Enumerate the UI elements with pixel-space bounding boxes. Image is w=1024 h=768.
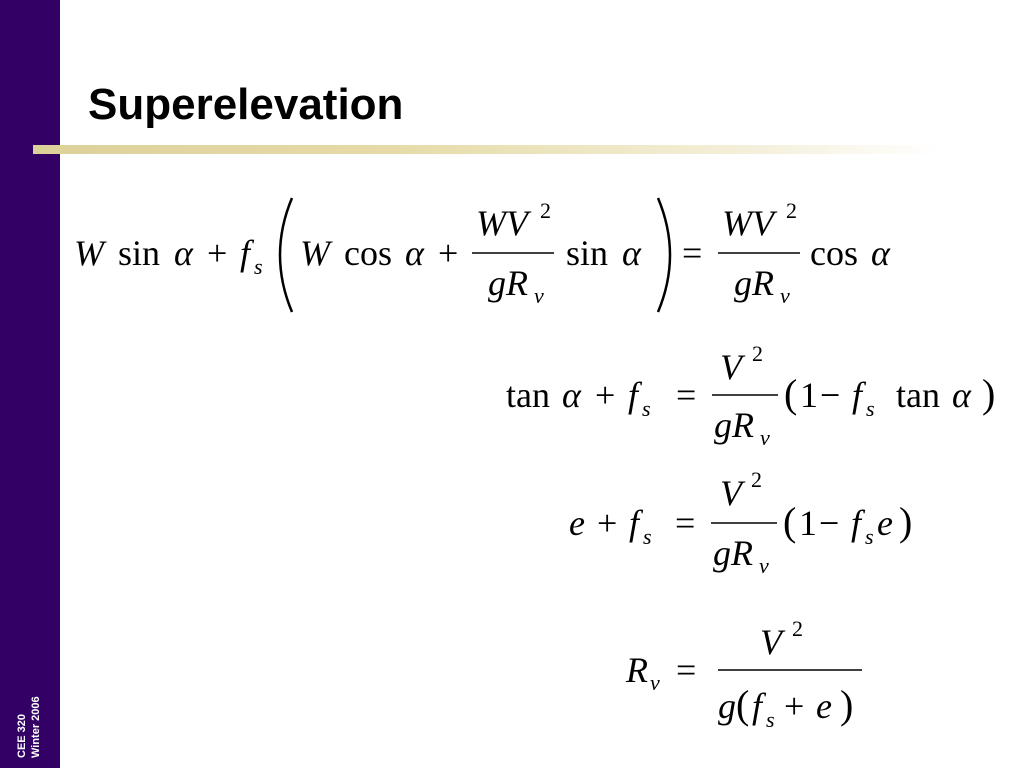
svg-text:sin: sin bbox=[118, 233, 160, 273]
svg-text:s: s bbox=[866, 396, 875, 421]
equation-e-form: e + f s = V 2 gR v ( 1 − f s e ) bbox=[569, 467, 912, 578]
svg-text:f: f bbox=[851, 503, 866, 543]
svg-text:cos: cos bbox=[344, 233, 392, 273]
svg-text:(: ( bbox=[784, 371, 797, 416]
equation-radius-form: R v = V 2 g ( f s + e ) bbox=[625, 616, 862, 732]
svg-text:gR: gR bbox=[713, 533, 753, 573]
svg-text:e: e bbox=[816, 686, 832, 726]
svg-text:1: 1 bbox=[800, 375, 818, 415]
svg-text:α: α bbox=[622, 233, 642, 273]
sidebar: Winter 2006 CEE 320 bbox=[0, 0, 60, 768]
svg-text:gR: gR bbox=[714, 405, 754, 445]
equation-tan-form: tan α + f s = V 2 gR v ( 1 − f s tan α ) bbox=[506, 341, 995, 450]
svg-text:): ) bbox=[840, 682, 853, 727]
svg-text:V: V bbox=[720, 473, 746, 513]
svg-text:R: R bbox=[625, 650, 648, 690]
svg-text:v: v bbox=[760, 425, 770, 450]
svg-text:=: = bbox=[675, 503, 695, 543]
svg-text:−: − bbox=[819, 503, 839, 543]
svg-text:α: α bbox=[405, 233, 425, 273]
svg-text:): ) bbox=[982, 371, 995, 416]
svg-text:gR: gR bbox=[734, 263, 774, 303]
svg-text:V: V bbox=[760, 622, 786, 662]
svg-text:2: 2 bbox=[540, 198, 551, 223]
svg-text:sin: sin bbox=[566, 233, 608, 273]
svg-text:+: + bbox=[438, 233, 458, 273]
svg-text:W: W bbox=[74, 233, 107, 273]
page-title: Superelevation bbox=[88, 80, 404, 129]
svg-text:2: 2 bbox=[792, 616, 803, 641]
svg-text:−: − bbox=[820, 375, 840, 415]
svg-text:v: v bbox=[534, 283, 544, 308]
svg-text:α: α bbox=[562, 375, 582, 415]
svg-text:cos: cos bbox=[810, 233, 858, 273]
svg-text:s: s bbox=[642, 396, 651, 421]
svg-text:s: s bbox=[643, 524, 652, 549]
svg-text:=: = bbox=[676, 650, 696, 690]
svg-text:(: ( bbox=[783, 499, 796, 544]
svg-text:s: s bbox=[254, 254, 263, 279]
svg-text:f: f bbox=[852, 375, 867, 415]
svg-text:s: s bbox=[865, 524, 874, 549]
svg-text:+: + bbox=[595, 375, 615, 415]
svg-text:f: f bbox=[629, 503, 644, 543]
svg-text:+: + bbox=[597, 503, 617, 543]
svg-text:α: α bbox=[952, 375, 972, 415]
svg-text:1: 1 bbox=[799, 503, 817, 543]
svg-text:(: ( bbox=[736, 682, 749, 727]
svg-text:WV: WV bbox=[476, 203, 532, 243]
svg-text:f: f bbox=[752, 686, 767, 726]
svg-text:f: f bbox=[628, 375, 643, 415]
svg-text:V: V bbox=[720, 347, 746, 387]
svg-text:s: s bbox=[766, 707, 775, 732]
svg-text:=: = bbox=[682, 233, 702, 273]
svg-text:e: e bbox=[569, 503, 585, 543]
svg-text:2: 2 bbox=[752, 341, 763, 366]
svg-text:g: g bbox=[718, 686, 736, 726]
course-term-label: Winter 2006 bbox=[30, 696, 42, 758]
svg-text:tan: tan bbox=[896, 375, 940, 415]
svg-text:WV: WV bbox=[722, 203, 778, 243]
svg-text:+: + bbox=[207, 233, 227, 273]
svg-text:W: W bbox=[300, 233, 333, 273]
svg-text:): ) bbox=[899, 499, 912, 544]
svg-text:v: v bbox=[650, 670, 660, 695]
svg-text:e: e bbox=[877, 503, 893, 543]
svg-text:gR: gR bbox=[488, 263, 528, 303]
course-label: Winter 2006 CEE 320 bbox=[13, 668, 51, 758]
course-code-label: CEE 320 bbox=[16, 713, 28, 758]
svg-text:v: v bbox=[759, 553, 769, 578]
equation-force-balance: W sin α + f s W cos α + WV 2 gR v sin α … bbox=[74, 197, 891, 313]
svg-text:v: v bbox=[780, 283, 790, 308]
svg-text:α: α bbox=[174, 233, 194, 273]
title-divider bbox=[33, 145, 943, 154]
svg-text:f: f bbox=[240, 233, 255, 273]
svg-text:α: α bbox=[871, 233, 891, 273]
svg-text:2: 2 bbox=[751, 467, 762, 492]
svg-text:tan: tan bbox=[506, 375, 550, 415]
svg-text:=: = bbox=[676, 375, 696, 415]
svg-text:2: 2 bbox=[786, 198, 797, 223]
svg-text:+: + bbox=[784, 686, 804, 726]
